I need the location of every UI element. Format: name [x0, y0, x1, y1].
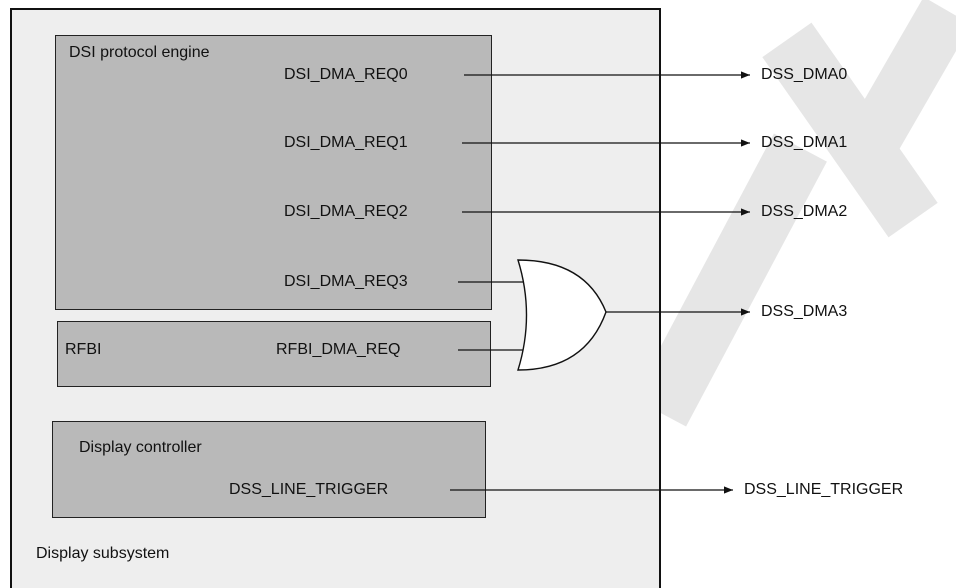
dsi-title: DSI protocol engine — [69, 44, 210, 61]
output-dss-dma3: DSS_DMA3 — [761, 303, 848, 320]
output-dss-dma0: DSS_DMA0 — [761, 66, 848, 83]
dsi-signal-req0: DSI_DMA_REQ0 — [284, 66, 408, 83]
or-gate — [517, 259, 607, 371]
dsi-signal-req1: DSI_DMA_REQ1 — [284, 134, 408, 151]
output-dss-dma1: DSS_DMA1 — [761, 134, 848, 151]
output-dss-line-trigger: DSS_LINE_TRIGGER — [744, 481, 904, 498]
dispc-title: Display controller — [79, 439, 202, 456]
subsystem-label: Display subsystem — [36, 545, 170, 562]
dispc-signal: DSS_LINE_TRIGGER — [229, 481, 389, 498]
rfbi-title: RFBI — [65, 341, 102, 358]
dsi-signal-req2: DSI_DMA_REQ2 — [284, 203, 408, 220]
display-controller-block — [52, 421, 486, 518]
dsi-protocol-engine-block — [55, 35, 492, 310]
rfbi-block — [57, 321, 491, 387]
output-dss-dma2: DSS_DMA2 — [761, 203, 848, 220]
rfbi-signal: RFBI_DMA_REQ — [276, 341, 401, 358]
dsi-signal-req3: DSI_DMA_REQ3 — [284, 273, 408, 290]
